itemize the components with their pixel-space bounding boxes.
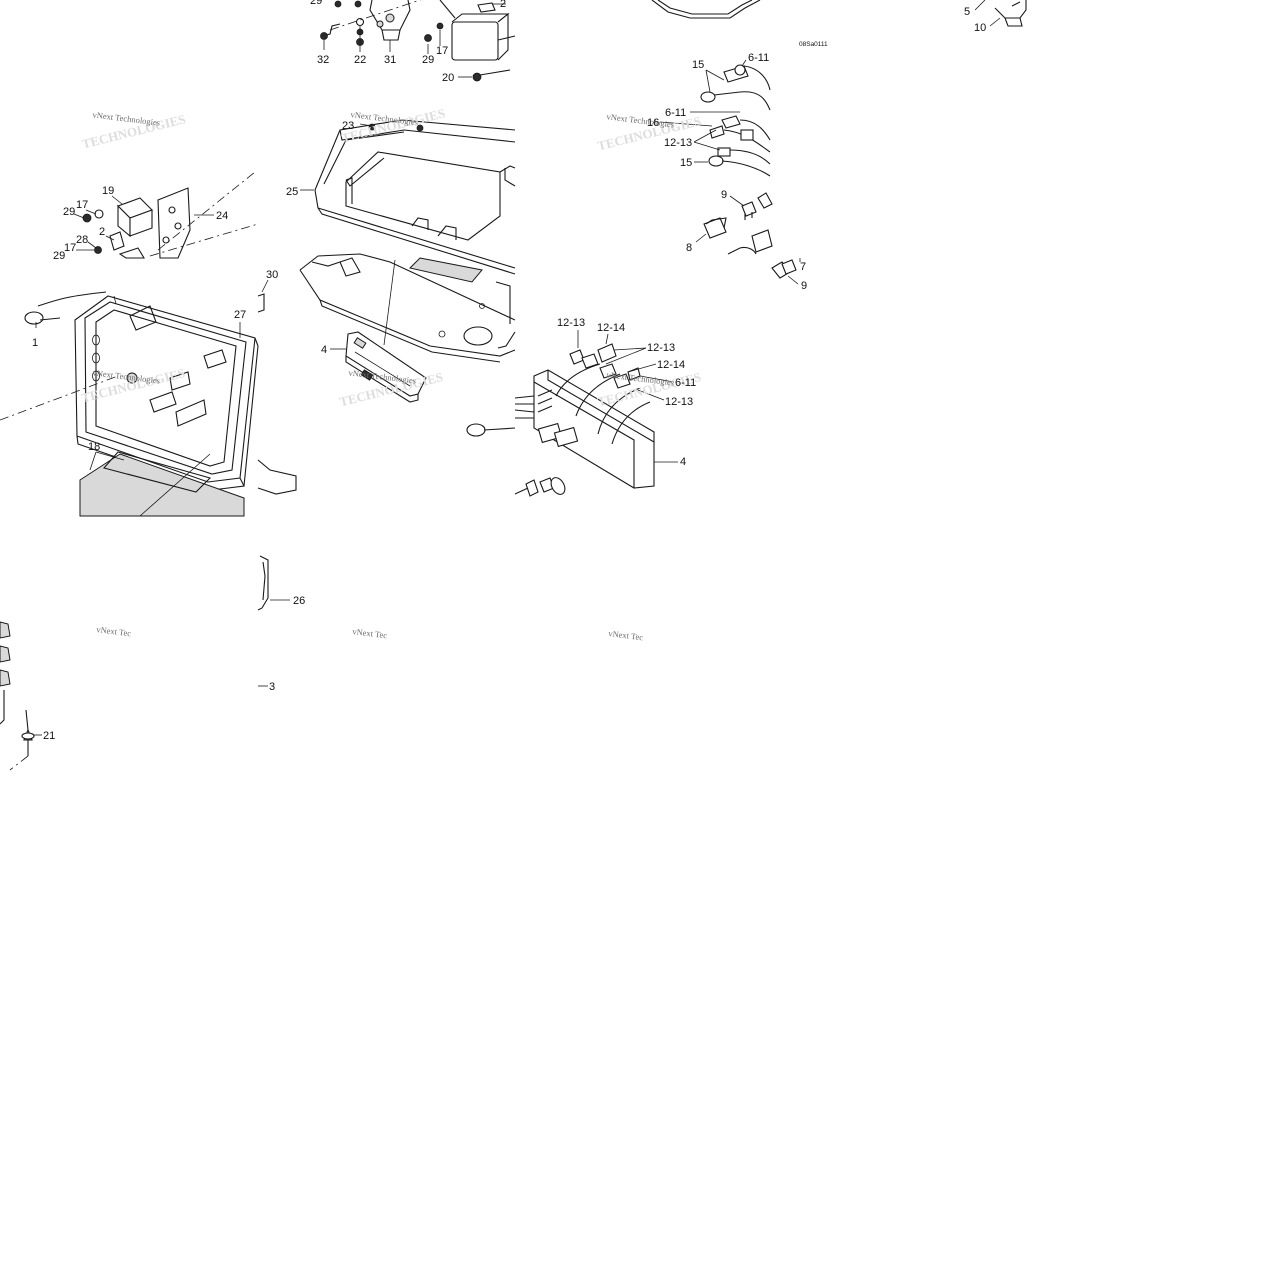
side-strip-parts (257, 293, 297, 611)
callout-12-14: 12-14 (597, 322, 625, 334)
callout-20: 20 (442, 72, 454, 84)
callout-26: 26 (293, 595, 305, 607)
callout-31: 31 (384, 54, 396, 66)
wiring-terminals (700, 64, 797, 279)
callout-12-14: 12-14 (657, 359, 685, 371)
watermark-text-partial: vNext Tec (352, 626, 388, 640)
callout-6-11: 6-11 (665, 107, 686, 119)
callout-15: 15 (680, 157, 692, 169)
callout-28: 28 (76, 234, 88, 246)
callout-29-edge: 29 (53, 250, 65, 262)
leader-lines (34, 0, 1001, 736)
callout-7: 7 (800, 261, 806, 273)
callout-29: 29 (310, 0, 322, 7)
callout-12-13: 12-13 (647, 342, 675, 354)
callout-21: 21 (43, 730, 55, 742)
bracket-item-10 (994, 0, 1027, 27)
callout-labels: 29 2 32 22 31 29 17 20 5 10 08Sa0111 15 … (32, 0, 986, 742)
callout-22: 22 (354, 54, 366, 66)
callout-6-11: 6-11 (748, 52, 769, 64)
callout-3: 3 (269, 681, 275, 693)
relay-bracket-assembly (82, 171, 259, 259)
callout-4: 4 (321, 344, 327, 356)
callout-29: 29 (422, 54, 434, 66)
callout-18: 18 (88, 441, 100, 453)
callout-5: 5 (964, 6, 970, 18)
watermark-text-partial: vNext Tec (608, 628, 644, 642)
upper-right-pan (651, 0, 761, 19)
callout-2: 2 (500, 0, 506, 10)
callout-19: 19 (102, 185, 114, 197)
callout-6-11: 6-11 (675, 377, 696, 389)
callout-9: 9 (721, 189, 727, 201)
callout-10: 10 (974, 22, 986, 34)
callout-12-13: 12-13 (557, 317, 585, 329)
base-plate-and-module (299, 123, 516, 403)
callout-32: 32 (317, 54, 329, 66)
callout-12-13: 12-13 (665, 396, 693, 408)
solenoid-assembly (320, 0, 516, 82)
callout-24: 24 (216, 210, 228, 222)
callout-15: 15 (692, 59, 704, 71)
callout-23: 23 (342, 120, 354, 132)
housing-frame (0, 291, 259, 517)
callout-4: 4 (680, 456, 686, 468)
callout-9: 9 (801, 280, 807, 292)
callout-2: 2 (99, 226, 105, 238)
callout-30: 30 (266, 269, 278, 281)
lower-left-fragments (0, 621, 35, 771)
watermarks: TECHNOLOGIES vNext Technologies TECHNOLO… (80, 105, 703, 642)
callout-17: 17 (76, 199, 88, 211)
callout-1: 1 (32, 337, 38, 349)
drawing-code: 08Sa0111 (799, 41, 828, 48)
watermark-text-partial: vNext Tec (96, 624, 132, 638)
callout-29: 29 (63, 206, 75, 218)
callout-8: 8 (686, 242, 692, 254)
callout-25: 25 (286, 186, 298, 198)
callout-16: 16 (647, 117, 659, 129)
callout-17: 17 (64, 242, 76, 254)
callout-12-13: 12-13 (664, 137, 692, 149)
callout-17: 17 (436, 45, 448, 57)
callout-27: 27 (234, 309, 246, 321)
electronic-module (466, 343, 655, 497)
